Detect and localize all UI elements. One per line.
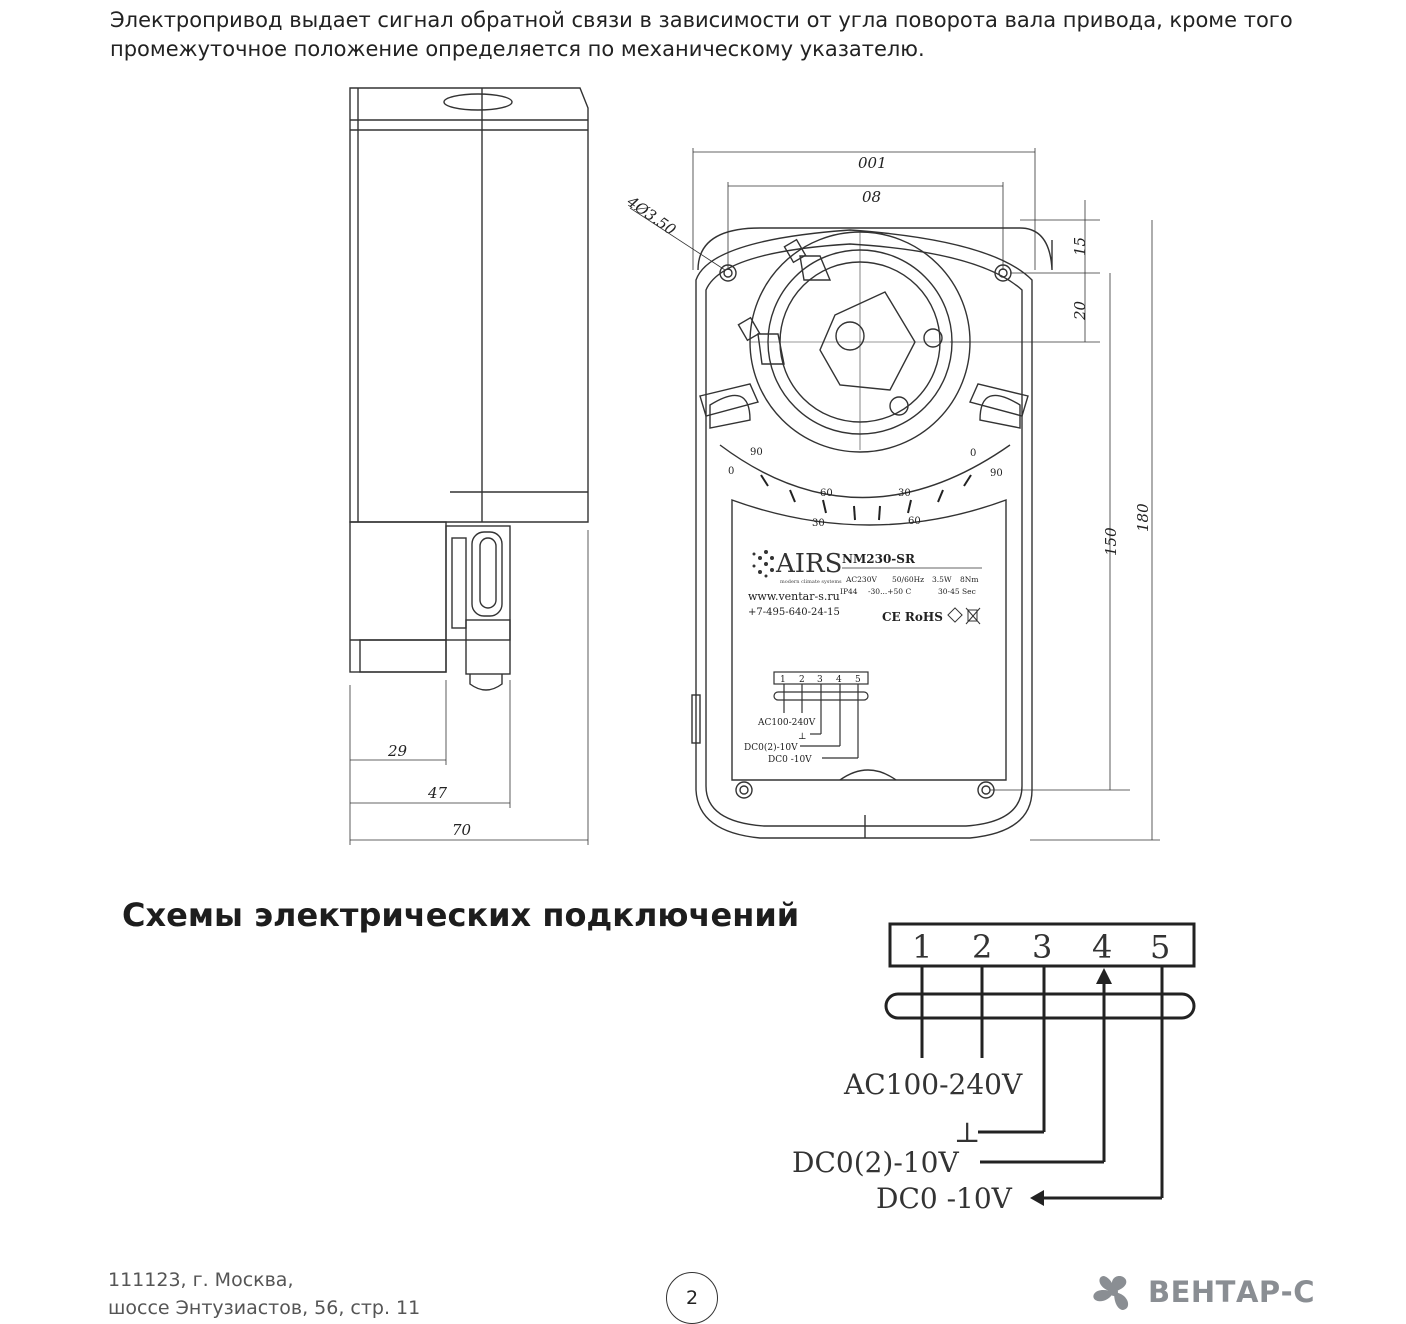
scale-label-4: 30 — [812, 518, 825, 529]
label-phone: +7-495-640-24-15 — [748, 607, 840, 618]
terminal-5: 5 — [1150, 928, 1170, 966]
cert-marks-icon — [947, 607, 981, 625]
spec-time: 30-45 Sec — [938, 587, 976, 596]
ac-label: AC100-240V — [843, 1068, 1023, 1101]
label-tagline: modern climate systems — [780, 579, 842, 585]
scale-label-8: 90 — [990, 468, 1003, 479]
mini-wire-ac: AC100-240V — [757, 718, 816, 728]
logo-text: ВЕНТАР-С — [1148, 1275, 1315, 1309]
dim-hole-dia: 4Ø3.50 — [623, 192, 680, 239]
terminal-3: 3 — [1032, 928, 1052, 966]
arrow-up-icon — [1096, 968, 1112, 984]
spec-power: 3.5W — [932, 575, 952, 584]
mini-wire-dc-in: DC0(2)-10V — [744, 742, 798, 753]
dc-out-label: DC0 -10V — [876, 1182, 1013, 1215]
intro-line-2: промежуточное положение определяется по … — [110, 37, 925, 61]
spec-voltage: AC230V — [845, 575, 877, 584]
footer-address: 111123, г. Москва, шоссе Энтузиастов, 56… — [108, 1266, 508, 1322]
mini-wire-dc-out: DC0 -10V — [768, 755, 812, 765]
terminal-1: 1 — [912, 928, 932, 966]
label-model: NM230-SR — [842, 552, 916, 566]
nameplate: AIRS modern climate systems NM230-SR AC2… — [744, 549, 982, 765]
airs-logo-icon — [752, 550, 774, 578]
dim-holes: 08 — [862, 188, 881, 206]
mini-terminal-2: 2 — [799, 675, 805, 685]
mini-terminal-5: 5 — [855, 675, 861, 685]
dc-in-label: DC0(2)-10V — [792, 1146, 959, 1179]
dim-180: 180 — [1134, 503, 1152, 532]
terminal-4: 4 — [1092, 928, 1112, 966]
spec-ip: IP44 — [840, 587, 858, 596]
section-title: Схемы электрических подключений — [122, 896, 800, 934]
terminal-2: 2 — [972, 928, 992, 966]
scale-label-5: 30 — [898, 488, 911, 499]
spec-torque: 8Nm — [960, 575, 978, 584]
spec-temp: -30...+50 C — [868, 587, 911, 596]
dim-20: 20 — [1071, 300, 1089, 321]
scale-label-6: 60 — [908, 516, 921, 527]
mini-terminal-3: 3 — [817, 675, 823, 685]
dim-70: 70 — [452, 821, 472, 839]
page-number: 2 — [666, 1272, 718, 1324]
arrow-left-icon — [1030, 1190, 1044, 1206]
dim-29: 29 — [387, 742, 408, 760]
label-website: www.ventar-s.ru — [748, 590, 840, 603]
intro-line-1: Электропривод выдает сигнал обратной свя… — [110, 8, 1293, 32]
company-logo: ВЕНТАР-С — [1086, 1270, 1315, 1314]
dim-150: 150 — [1102, 527, 1120, 556]
scale-label-3: 60 — [820, 488, 833, 499]
mini-terminal-4: 4 — [836, 675, 842, 685]
intro-paragraph: Электропривод выдает сигнал обратной свя… — [110, 6, 1310, 64]
dim-width-top: 001 — [858, 154, 887, 172]
fan-icon — [1093, 1276, 1129, 1310]
address-line-1: 111123, г. Москва, — [108, 1269, 294, 1291]
spec-frequency: 50/60Hz — [892, 575, 924, 584]
label-certs: CE RoHS — [882, 610, 943, 624]
wiring-diagram: 1 2 3 4 5 AC100-240V ⊥ DC0(2)-10V DC0 -1… — [792, 922, 1196, 1215]
scale-label-1: 90 — [750, 447, 763, 458]
dim-15: 15 — [1071, 237, 1089, 256]
scale-label-7: 0 — [970, 448, 976, 459]
label-brand: AIRS — [775, 549, 842, 579]
actuator-drawing: 90 0 60 30 30 60 0 90 001 08 4Ø3.50 15 2… — [349, 87, 1160, 845]
scale-label-2: 0 — [728, 466, 734, 477]
address-line-2: шоссе Энтузиастов, 56, стр. 11 — [108, 1297, 421, 1319]
mini-wire-gnd: ⊥ — [798, 732, 806, 742]
dim-47: 47 — [427, 784, 448, 802]
mini-terminal-1: 1 — [780, 675, 786, 685]
gnd-symbol: ⊥ — [954, 1116, 980, 1149]
